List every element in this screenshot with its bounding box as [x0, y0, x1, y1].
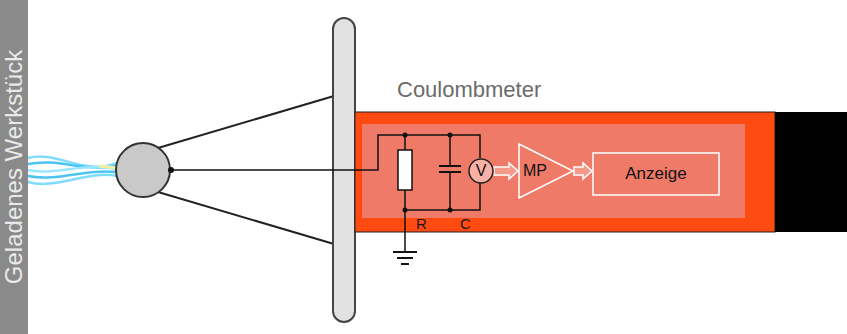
capacitor-label: C: [460, 215, 471, 232]
resistor-label: R: [416, 215, 427, 232]
circuit-panel: [362, 124, 745, 218]
meter-housing: [355, 112, 775, 232]
node-label: MP: [523, 162, 547, 180]
junction-dots: [168, 133, 453, 213]
coulombmeter-body: CoulombmeterVMPAnzeige: [355, 112, 775, 232]
node-label: V: [476, 162, 487, 180]
amplifier-outline: [519, 144, 573, 198]
meter-handle: [775, 112, 847, 232]
node-label: Anzeige: [625, 164, 686, 184]
display-box: Anzeige: [592, 152, 720, 196]
sphere-electrode: [116, 143, 170, 197]
ground-symbol: [393, 252, 417, 264]
microprocessor-triangle: MP: [518, 143, 574, 199]
workpiece-band: Geladenes Werkstück: [0, 0, 28, 334]
circuit-wiring: [170, 135, 480, 252]
resistor-symbol: [398, 150, 412, 190]
discharge-sparks: [28, 156, 117, 183]
display-outline: [593, 153, 719, 195]
voltmeter-outline: [469, 159, 493, 183]
capacitor-symbol: [439, 166, 461, 172]
signal-arrow: [574, 163, 592, 179]
node-label: Geladenes Werkstück: [2, 50, 26, 284]
signal-arrow: [494, 163, 518, 179]
device-heading: Coulombmeter: [397, 77, 541, 103]
voltmeter-circle: V: [468, 158, 494, 184]
